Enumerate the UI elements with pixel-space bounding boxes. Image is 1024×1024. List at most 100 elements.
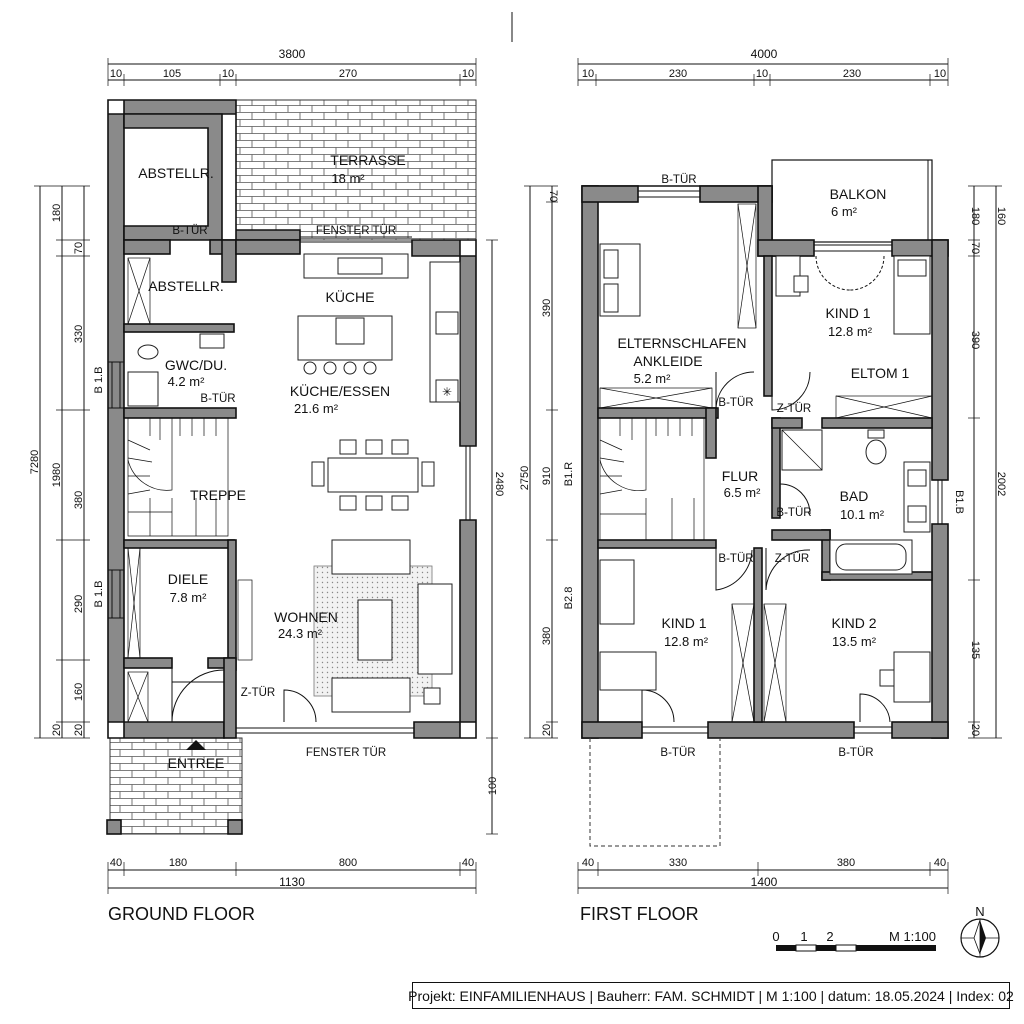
entrance-arrow-icon bbox=[186, 740, 206, 750]
ff-room-kind1-top: KIND 1 bbox=[825, 305, 870, 321]
ff-room-flur-area: 6.5 m² bbox=[724, 485, 762, 500]
ff-dim-left-5: 20 bbox=[541, 724, 553, 736]
gf-door-fenster-tuer-bottom: FENSTER TÜR bbox=[306, 747, 386, 759]
gf-room-abstellr-1: ABSTELLR. bbox=[138, 165, 213, 181]
gf-room-terrasse: TERRASSE bbox=[330, 152, 405, 168]
north-arrow-icon: N bbox=[960, 904, 1000, 958]
balcony-outline bbox=[771, 159, 933, 243]
ff-dim-top-4: 230 bbox=[843, 68, 861, 80]
gf-dim-left-2: 70 bbox=[73, 242, 85, 254]
gf-door-b-tuer-2: B-TÜR bbox=[200, 393, 235, 405]
sofa-top bbox=[331, 539, 411, 575]
dining-table bbox=[327, 457, 419, 493]
ff-door-b-tuer-bottom-2: B-TÜR bbox=[838, 747, 873, 759]
ff-room-kind2-area: 13.5 m² bbox=[832, 634, 877, 649]
ff-dim-left-1: 70 bbox=[547, 190, 559, 202]
gf-room-gwc-area: 4.2 m² bbox=[168, 374, 206, 389]
ff-dim-right-2: 180 bbox=[969, 207, 981, 225]
terrace-paving bbox=[235, 99, 477, 241]
sofa-right bbox=[417, 583, 453, 675]
gf-dim-bottom-2: 180 bbox=[169, 857, 187, 869]
ff-terrace-outline bbox=[589, 738, 721, 847]
gf-room-diele-area: 7.8 m² bbox=[170, 590, 208, 605]
gf-dim-top-5: 10 bbox=[462, 68, 474, 80]
gf-door-fenster-tuer-top: FENSTER TÜR bbox=[316, 225, 396, 237]
ff-door-b-tuer-bottom-1: B-TÜR bbox=[660, 747, 695, 759]
scale-tick-1: 1 bbox=[800, 929, 807, 944]
gf-dim-left-7: 160 bbox=[73, 683, 85, 701]
ff-dim-bottom-3: 380 bbox=[837, 857, 855, 869]
gf-dim-top-1: 10 bbox=[110, 68, 122, 80]
ff-window-label-3: B1.B bbox=[953, 490, 965, 514]
svg-text:✳: ✳ bbox=[442, 385, 452, 399]
gf-window-label-1: B 1.B bbox=[93, 367, 105, 394]
gf-dim-top-3: 10 bbox=[222, 68, 234, 80]
scale-tick-2: 2 bbox=[826, 929, 833, 944]
ff-dim-bottom-1: 40 bbox=[582, 857, 594, 869]
ff-dim-top-2: 230 bbox=[669, 68, 687, 80]
gf-dim-bottom-4: 40 bbox=[462, 857, 474, 869]
ff-room-elternschlafen: ELTERNSCHLAFEN bbox=[618, 335, 747, 351]
scale-label: M 1:100 bbox=[889, 929, 936, 944]
ff-room-kind2: KIND 2 bbox=[831, 615, 876, 631]
ff-dim-right-6: 20 bbox=[969, 724, 981, 736]
title-block: Projekt: EINFAMILIENHAUS | Bauherr: FAM.… bbox=[408, 982, 1014, 1009]
ff-dim-bottom-4: 40 bbox=[934, 857, 946, 869]
ground-floor-title: GROUND FLOOR bbox=[108, 904, 255, 924]
gf-room-treppe: TREPPE bbox=[190, 487, 246, 503]
entrance-paving bbox=[109, 737, 243, 835]
ff-dim-top-5: 10 bbox=[934, 68, 946, 80]
ff-room-bad-area: 10.1 m² bbox=[840, 507, 885, 522]
gf-dim-top-2: 105 bbox=[163, 68, 181, 80]
gf-room-abstellr-2: ABSTELLR. bbox=[148, 278, 223, 294]
ff-dim-bottom-total: 1400 bbox=[751, 875, 778, 889]
ff-dim-left-total: 2750 bbox=[519, 466, 531, 490]
ff-dim-right-3: 70 bbox=[969, 242, 981, 254]
gf-room-kueche-essen: KÜCHE/ESSEN bbox=[290, 382, 390, 399]
ff-staircase bbox=[599, 417, 705, 541]
sofa-bottom bbox=[331, 677, 411, 713]
ff-room-balkon: BALKON bbox=[830, 186, 887, 202]
ff-dim-right-4: 390 bbox=[969, 331, 981, 349]
gf-dim-bottom-1: 40 bbox=[110, 857, 122, 869]
ff-door-z-tuer-kind1: Z-TÜR bbox=[777, 403, 812, 415]
ff-dim-right-total: 2002 bbox=[995, 472, 1007, 496]
ff-door-b-tuer-bad: B-TÜR bbox=[776, 507, 811, 519]
ff-dim-top-total: 4000 bbox=[751, 47, 778, 61]
gf-room-kueche-essen-area: 21.6 m² bbox=[294, 401, 339, 416]
ff-window-label-1: B1.R bbox=[563, 462, 575, 487]
ff-dim-right-1: 160 bbox=[995, 207, 1007, 225]
scale-bar: 0 1 2 M 1:100 bbox=[772, 929, 936, 952]
ff-door-z-tuer-kind2: Z-TÜR bbox=[775, 553, 810, 565]
ff-dim-top-1: 10 bbox=[582, 68, 594, 80]
ff-room-kind1-bottom-area: 12.8 m² bbox=[664, 634, 709, 649]
coffee-table bbox=[357, 599, 393, 661]
ff-room-kind1-top-area: 12.8 m² bbox=[828, 324, 873, 339]
ff-room-kind1-bottom: KIND 1 bbox=[661, 615, 706, 631]
gf-dim-bottom-total: 1130 bbox=[279, 875, 305, 889]
gf-room-terrasse-area: 18 m² bbox=[331, 171, 365, 186]
gf-dim-top-4: 270 bbox=[339, 68, 357, 80]
ff-room-eltom: ELTOM 1 bbox=[851, 365, 910, 381]
gf-dim-left-9: 20 bbox=[73, 724, 85, 736]
gf-room-kueche: KÜCHE bbox=[325, 288, 374, 305]
ff-dim-bottom-2: 330 bbox=[669, 857, 687, 869]
gf-dim-left-5: 380 bbox=[73, 491, 85, 509]
gf-room-diele: DIELE bbox=[168, 571, 208, 587]
gf-window-label-2: B 1.B bbox=[93, 581, 105, 608]
ff-dim-left-4: 380 bbox=[541, 627, 553, 645]
ff-dim-left-3: 910 bbox=[541, 467, 553, 485]
gf-room-wohnen: WOHNEN bbox=[274, 609, 338, 625]
first-floor-title: FIRST FLOOR bbox=[580, 904, 699, 924]
ff-dim-right-5: 135 bbox=[969, 641, 981, 659]
gf-door-b-tuer-1: B-TÜR bbox=[172, 225, 207, 237]
gf-dim-right-2: 100 bbox=[487, 777, 499, 795]
gf-room-wohnen-area: 24.3 m² bbox=[278, 626, 323, 641]
ff-dim-top-3: 10 bbox=[756, 68, 768, 80]
scale-tick-0: 0 bbox=[772, 929, 779, 944]
gf-dim-left-4: 1980 bbox=[51, 463, 63, 487]
ff-door-b-tuer-top: B-TÜR bbox=[661, 174, 696, 186]
gf-dim-left-1: 180 bbox=[51, 204, 63, 222]
gf-dim-top-total: 3800 bbox=[279, 47, 306, 61]
